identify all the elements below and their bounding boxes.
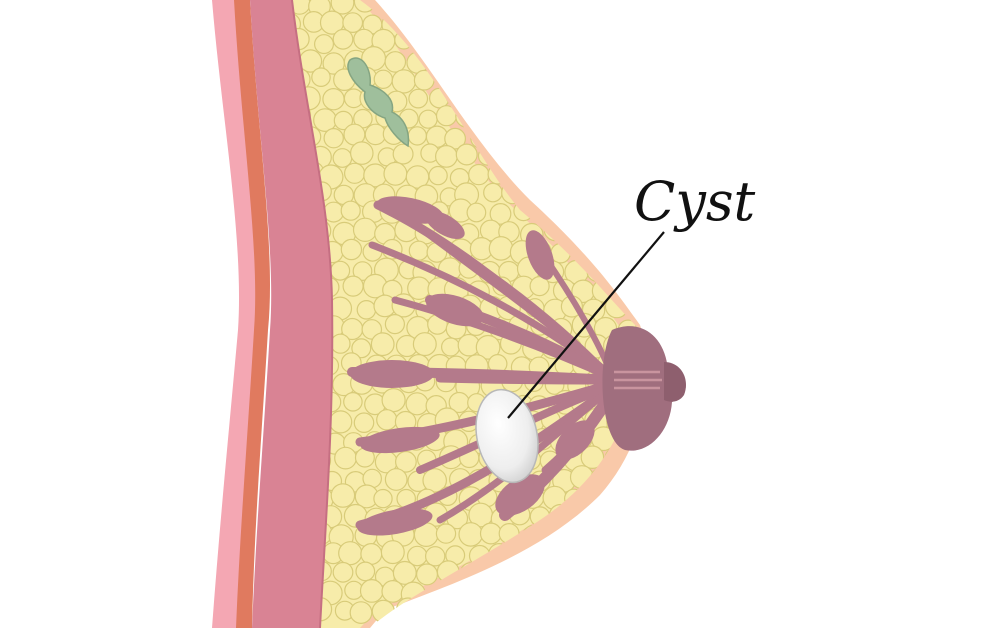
fat-cell [383, 161, 408, 186]
fat-cell [435, 523, 457, 544]
lobule [495, 474, 545, 516]
duct [467, 257, 615, 381]
fat-cell [322, 87, 345, 111]
fat-cell [475, 334, 501, 360]
fat-cell [340, 238, 363, 261]
duct [435, 373, 617, 385]
fat-cell [408, 240, 429, 261]
muscle-edge [291, 0, 334, 628]
fat-cell [349, 601, 373, 624]
pectoral-muscle [250, 0, 333, 628]
fat-cell [416, 563, 439, 586]
fat-cell [479, 522, 502, 545]
fat-cell [329, 410, 353, 434]
fat-cell [428, 165, 448, 186]
fat-cell [334, 446, 357, 470]
fat-cell [330, 0, 355, 15]
fat-cell [343, 391, 363, 412]
fat-cell [373, 69, 393, 90]
fat-cell [489, 202, 512, 225]
cyst [475, 388, 539, 484]
fat-cell [330, 483, 356, 508]
fat-cell [384, 468, 408, 491]
fat-cell [408, 88, 429, 109]
fat-cell [380, 540, 405, 565]
fat-cell [356, 299, 377, 320]
fat-cell [376, 409, 398, 431]
fat-cell [370, 332, 395, 357]
fat-cell [580, 445, 605, 469]
fat-cell [332, 28, 354, 50]
fat-cell [468, 163, 490, 186]
fat-cell [444, 127, 467, 150]
fat-cell [342, 12, 364, 34]
fat-cell [384, 51, 407, 73]
lobule [425, 211, 465, 239]
fat-cell [330, 260, 351, 281]
fat-cell [391, 69, 416, 94]
fat-cell [455, 143, 478, 166]
lobule [525, 230, 555, 280]
fat-cell [381, 580, 405, 603]
fat-cell [340, 200, 361, 221]
lobule [357, 508, 433, 536]
fat-cell [313, 108, 337, 132]
fat-cell [458, 522, 483, 547]
fat-cell [349, 141, 374, 165]
lobule [360, 426, 440, 454]
fat-cell [381, 388, 406, 413]
fat-cell [330, 333, 351, 354]
fat-cell [314, 34, 335, 55]
fat-cell [344, 162, 366, 184]
cyst-label: Cyst [634, 170, 756, 233]
fat-cell [425, 546, 446, 567]
nipple [664, 362, 686, 402]
fat-cell [359, 579, 384, 603]
fat-cell [441, 337, 461, 357]
fat-cell [405, 392, 429, 416]
fat-cell [332, 561, 354, 583]
fat-cell [483, 182, 503, 203]
lobule [426, 293, 484, 327]
lobule [350, 360, 434, 388]
fat-cell [323, 127, 344, 149]
fat-cell [311, 67, 331, 87]
cyst-leader-line [507, 231, 665, 419]
fat-cell [338, 541, 363, 566]
fat-cell [360, 542, 383, 565]
fat-cell [352, 217, 378, 242]
fat-cell [529, 276, 550, 297]
lobules [350, 196, 595, 536]
fat-cell [407, 126, 427, 146]
nipple-duct-lines [614, 370, 662, 390]
fat-cell [435, 144, 458, 168]
fat-cell [392, 143, 414, 165]
fat-cell [342, 275, 364, 297]
fat-cell [466, 202, 487, 223]
fat-cell [395, 450, 417, 473]
fat-cell [355, 561, 376, 582]
fat-cell [488, 236, 514, 261]
fat-cell [352, 261, 373, 282]
fat-cell [353, 412, 375, 433]
skin-stripe [234, 0, 271, 628]
fat-cell [364, 123, 387, 146]
fat-cell [373, 488, 393, 509]
fat-cell [384, 314, 405, 335]
fat-cell [418, 109, 438, 129]
vessel [347, 57, 410, 148]
fat-cell [412, 332, 437, 357]
fat-cell [351, 338, 372, 359]
lobule [555, 420, 595, 460]
fat-cell [333, 110, 354, 131]
